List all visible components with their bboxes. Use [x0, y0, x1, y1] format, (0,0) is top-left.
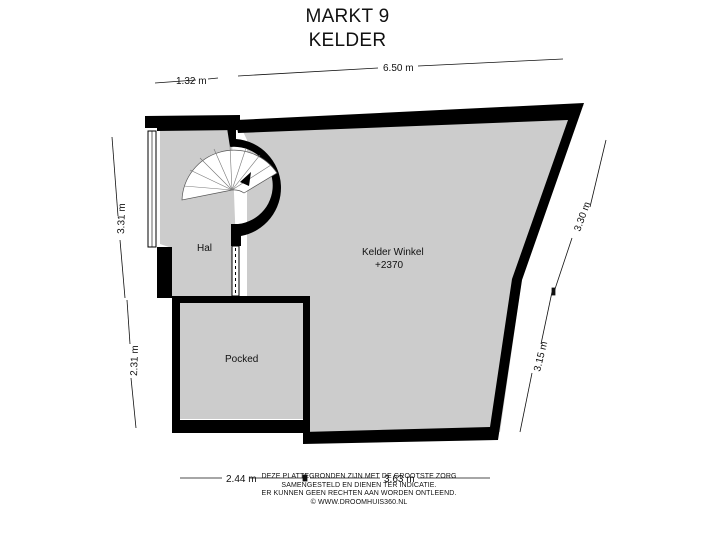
- room-label-pocked: Pocked: [225, 354, 258, 365]
- disclaimer-line: SAMENGESTELD EN DIENEN TER INDICATIE.: [281, 481, 437, 489]
- dimension-top-right: 6.50 m: [383, 63, 414, 74]
- dimension-lines: [111, 58, 607, 482]
- plan-title-floor: KELDER: [308, 30, 387, 51]
- plan-title: MARKT 9 KELDER: [0, 5, 695, 53]
- room-level-kelder-winkel: +2370: [375, 260, 404, 271]
- disclaimer-copyright: © WWW.DROOMHUIS360.NL: [310, 498, 408, 506]
- plan-title-address: MARKT 9: [305, 6, 390, 27]
- dimension-right-upper: 3.30 m: [572, 201, 593, 233]
- wall-hal-left-lower: [157, 247, 172, 298]
- disclaimer: DEZE PLATTEGRONDEN ZIJN MET DE GROOTSTE …: [0, 473, 718, 507]
- stair-arrow: [240, 172, 251, 186]
- wall-stair-curve: [227, 128, 281, 246]
- dimension-right-lower: 3.15 m: [532, 340, 550, 372]
- room-pocked-floor: [180, 302, 303, 419]
- stair-steps: [183, 145, 272, 191]
- dimension-bottom-right: 3.63 m: [384, 474, 415, 485]
- dimension-top-left: 1.32 m: [176, 76, 207, 87]
- room-label-kelder-winkel: Kelder Winkel: [362, 247, 424, 258]
- door-hal-pocked: [231, 245, 240, 297]
- disclaimer-line: DEZE PLATTEGRONDEN ZIJN MET DE GROOTSTE …: [261, 473, 457, 480]
- dimension-left-lower: 2.31 m: [129, 345, 141, 376]
- wall-main-room: [236, 103, 584, 444]
- dimension-bottom-left: 2.44 m: [226, 474, 257, 485]
- dimension-left-upper: 3.31 m: [116, 203, 128, 234]
- wall-hal-top: [145, 115, 240, 131]
- disclaimer-line: ER KUNNEN GEEN RECHTEN AAN WORDEN ONTLEE…: [261, 490, 457, 497]
- wall-pocked: [157, 296, 310, 433]
- room-kelder-winkel-floor: [238, 105, 584, 438]
- room-label-hal: Hal: [197, 243, 212, 254]
